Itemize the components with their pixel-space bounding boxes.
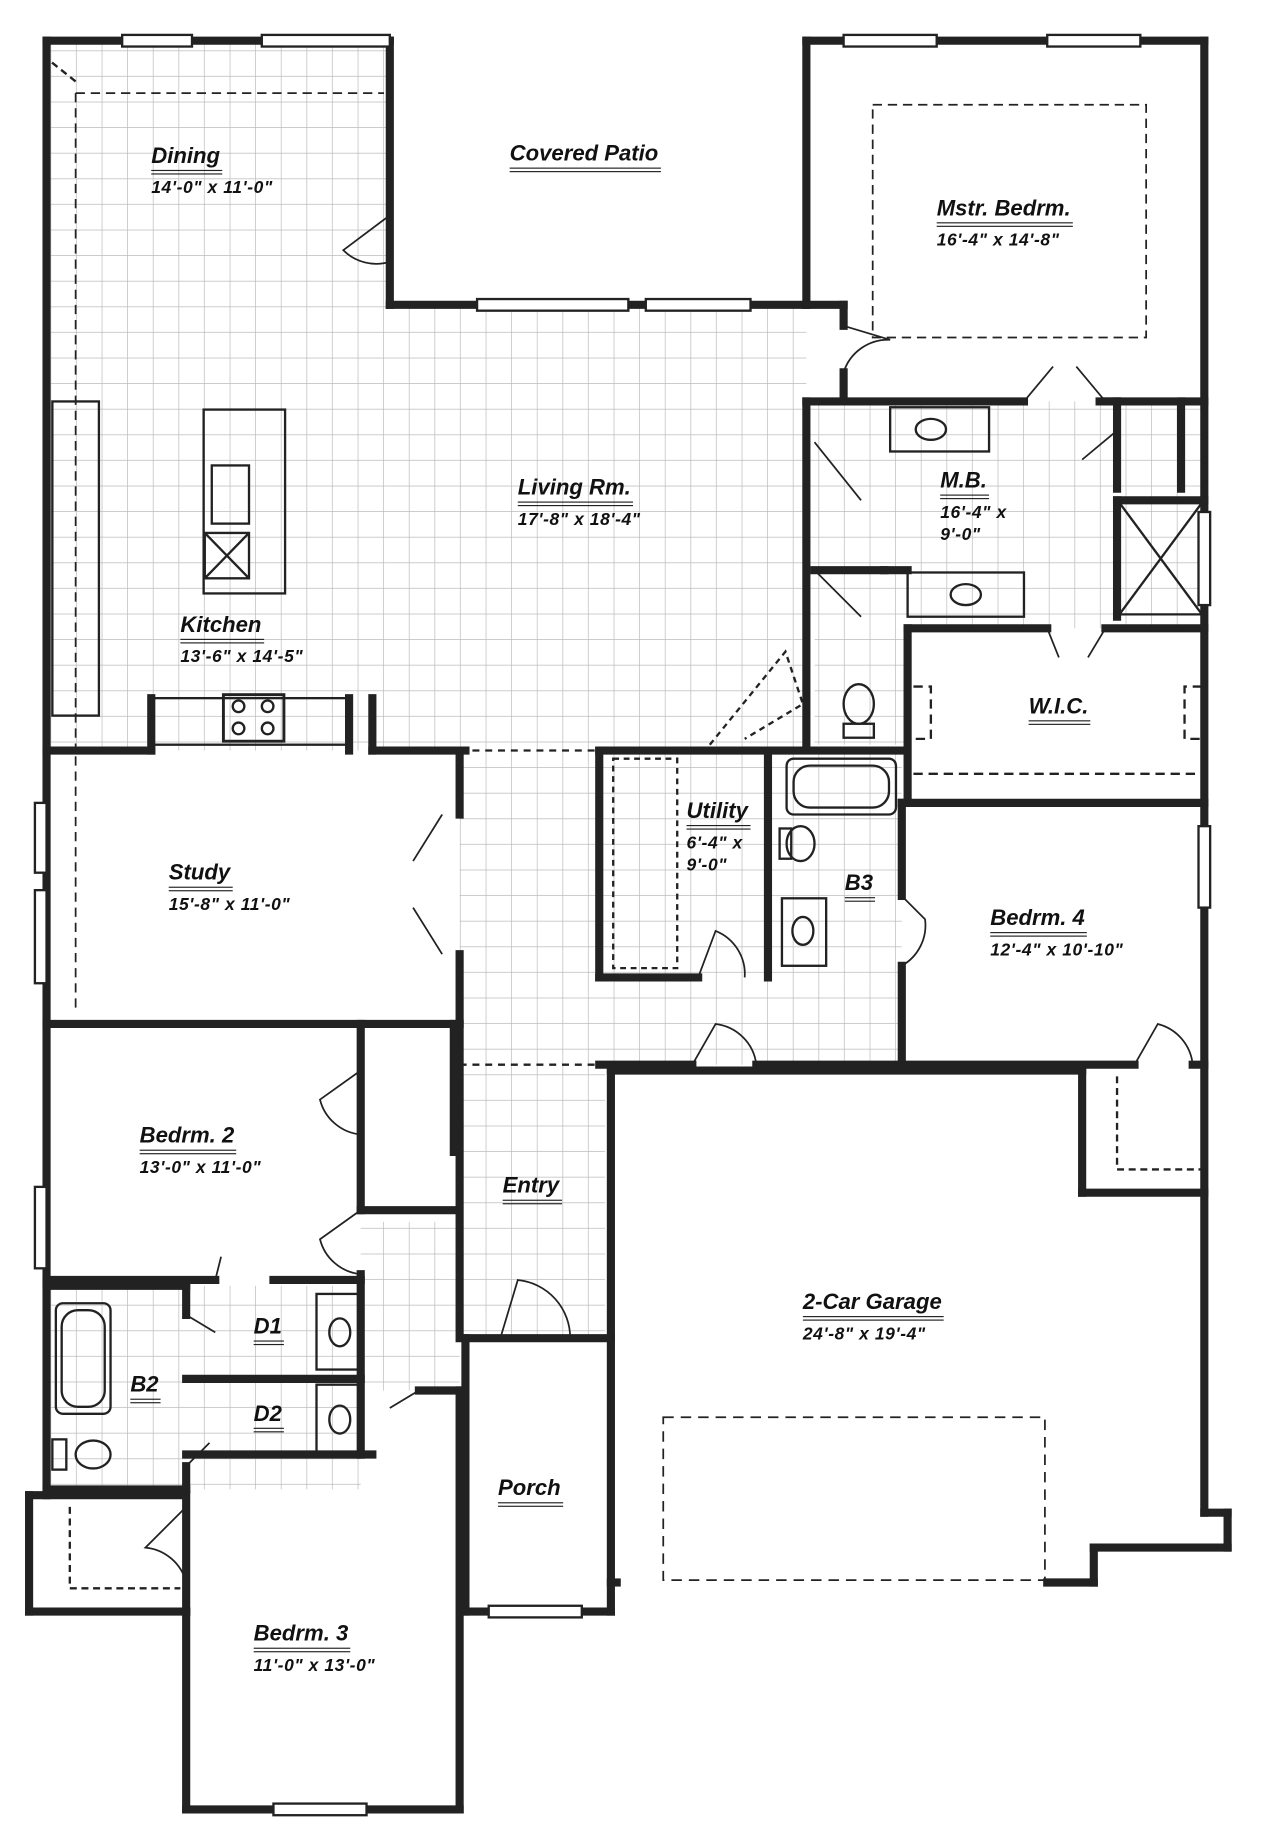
garage-door-outline xyxy=(662,1416,1046,1582)
kitchen-counter xyxy=(51,400,101,717)
toilet-icon xyxy=(785,824,816,863)
kitchen-island xyxy=(202,408,287,595)
door-swing-icon xyxy=(499,1279,572,1339)
bathtub-icon xyxy=(54,1302,112,1415)
door-swing-icon xyxy=(318,1069,362,1136)
room-label-b2: B2 xyxy=(130,1374,161,1404)
walls xyxy=(25,36,1232,1814)
window xyxy=(475,297,630,312)
door-swing-icon xyxy=(697,929,746,978)
window xyxy=(1197,510,1212,607)
dishwasher-icon xyxy=(203,531,251,580)
room-label-wic: W.I.C. xyxy=(1028,696,1091,725)
toilet-icon xyxy=(74,1439,112,1470)
door-swing-icon xyxy=(412,814,443,955)
window xyxy=(842,33,938,48)
room-label-b3: B3 xyxy=(844,873,876,902)
window xyxy=(260,33,391,48)
window xyxy=(33,801,48,874)
room-label-covered-patio: Covered Patio xyxy=(509,143,661,173)
washer-dryer xyxy=(612,757,679,970)
door-swing-icon xyxy=(1023,365,1107,403)
door-swing-icon xyxy=(813,429,1118,658)
door-swing-icon xyxy=(691,1023,758,1066)
window xyxy=(33,1185,48,1270)
vanity-icon xyxy=(780,897,828,967)
doors xyxy=(143,214,1194,1583)
door-swing-icon xyxy=(341,214,391,265)
room-label-porch: Porch xyxy=(498,1478,564,1507)
door-swing-icon xyxy=(901,895,927,967)
door-swing-icon xyxy=(1133,1022,1194,1066)
window xyxy=(1197,824,1212,909)
room-label-d2: D2 xyxy=(253,1403,285,1433)
door-swing-icon xyxy=(842,324,891,373)
tile-floor-areas xyxy=(46,40,1205,1490)
window xyxy=(487,1604,583,1619)
windows xyxy=(33,33,1212,1817)
vanity-icon xyxy=(888,406,991,453)
window xyxy=(33,888,48,985)
room-label-entry: Entry xyxy=(502,1175,562,1205)
cooktop-icon xyxy=(221,693,286,743)
bathtub-icon xyxy=(785,757,898,816)
window xyxy=(1046,33,1142,48)
door-swing-icon xyxy=(143,1506,188,1583)
door-swing-icon xyxy=(318,1209,362,1276)
room-label-master-bedroom: Mstr. Bedrm.16'-4" x 14'-8" xyxy=(936,198,1073,249)
room-label-d1: D1 xyxy=(253,1316,285,1346)
window xyxy=(121,33,194,48)
fireplace xyxy=(708,649,805,746)
window xyxy=(644,297,752,312)
room-label-living: Living Rm.17'-8" x 18'-4" xyxy=(517,475,641,530)
vanity-icon xyxy=(906,571,1026,618)
window xyxy=(272,1802,368,1817)
tray-ceiling xyxy=(871,103,1148,339)
kitchen-sink-icon xyxy=(210,464,251,525)
